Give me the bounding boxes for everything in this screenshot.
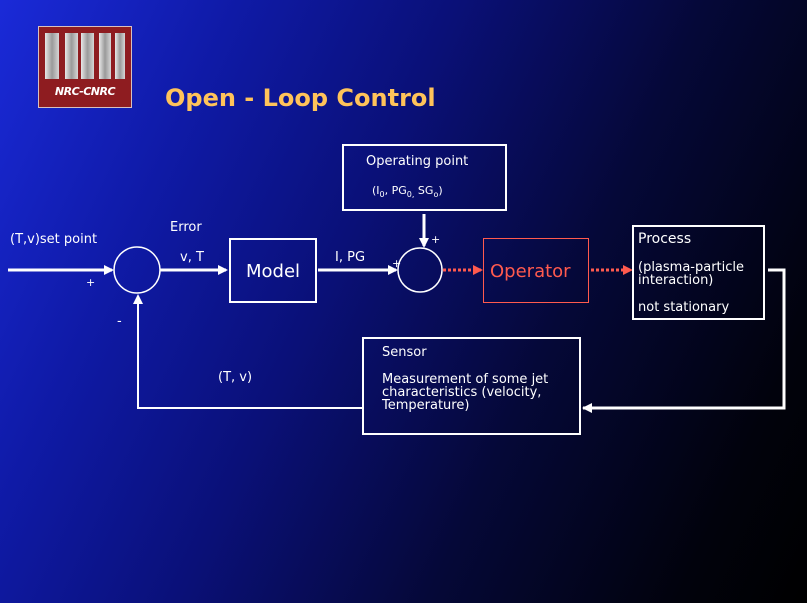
operator-block: Operator (483, 238, 589, 303)
sensor-label: Sensor (382, 345, 427, 360)
model-block: Model (229, 238, 317, 303)
logo-mark (45, 33, 125, 79)
slide-title: Open - Loop Control (165, 84, 436, 112)
plus-sign-sum-top: + (431, 233, 441, 246)
minus-sign: - (117, 314, 122, 329)
process-not-stationary: not stationary (638, 300, 730, 315)
summing-junction-left (113, 246, 161, 294)
operating-point-label: Operating point (366, 154, 469, 169)
operator-label: Operator (490, 261, 571, 282)
operating-point-block: Operating point (I0, PG0, SGo) (342, 144, 507, 211)
operating-point-values: (I0, PG0, SGo) (372, 184, 443, 199)
error-label: Error (170, 220, 202, 235)
process-output-line (583, 268, 786, 410)
summing-junction-right (397, 247, 443, 293)
sensor-block: Sensor Measurement of some jet character… (362, 337, 581, 435)
nrc-logo: NRC-CNRC (38, 26, 132, 108)
process-label: Process (638, 231, 692, 247)
logo-text: NRC-CNRC (54, 85, 116, 98)
process-description: (plasma-particle interaction) (638, 260, 745, 288)
feedback-label: (T, v) (218, 370, 253, 385)
setpoint-label: (T,v)set point (10, 232, 98, 247)
plus-sign-sum-left: + (392, 257, 402, 270)
plus-sign-left: + (86, 276, 96, 289)
v-t-label: v, T (180, 250, 204, 265)
sensor-description: Measurement of some jet characteristics … (382, 372, 549, 413)
process-block: Process (plasma-particle interaction) no… (632, 225, 765, 320)
i-pg-label: I, PG (335, 250, 366, 265)
feedback-line (137, 306, 362, 409)
model-label: Model (245, 261, 301, 282)
